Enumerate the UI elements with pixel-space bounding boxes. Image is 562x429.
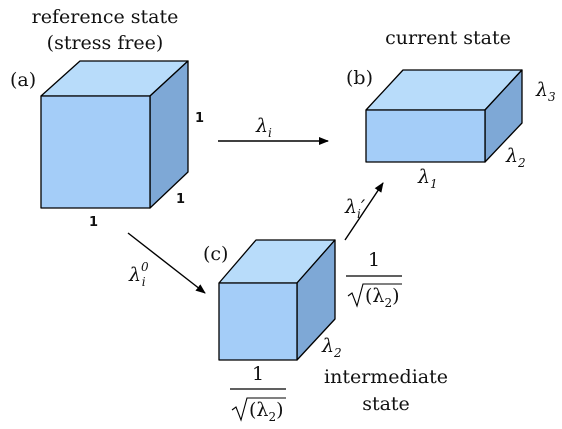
cube-c-lambda2: λ2 (321, 335, 342, 360)
cube-c-front-face (218, 282, 298, 361)
state-caption: state (362, 393, 410, 415)
box-b-lambda1: λ1 (417, 166, 438, 191)
arrow-c-to-b-label: λi′ (344, 196, 366, 221)
fraction-right-numerator: 1 (368, 249, 380, 271)
sqrt-sign-right (347, 283, 402, 308)
arrow-a-to-b-label: λi (255, 115, 272, 140)
intermediate-cube (218, 239, 336, 361)
reference-state-caption: reference state (32, 6, 179, 28)
panel-label-c: (c) (203, 243, 228, 265)
current-box (365, 69, 523, 163)
cube-a-height-label: 1 (195, 111, 204, 126)
intermediate-state-caption: intermediate (324, 366, 448, 388)
box-b-front-face (365, 109, 486, 163)
current-state-caption: current state (385, 27, 511, 49)
stress-free-caption: (stress free) (47, 32, 164, 54)
cube-c-height-fraction: 1 (λ2) (346, 249, 402, 310)
sqrt-sign-bottom (231, 397, 286, 422)
reference-cube (40, 60, 189, 209)
fraction-bottom-numerator: 1 (252, 363, 264, 385)
cube-a-front-face (40, 95, 151, 209)
cube-c-width-fraction: 1 (λ2) (230, 363, 286, 424)
panel-label-a: (a) (10, 69, 36, 91)
arrow-c-to-b (344, 182, 384, 241)
box-b-lambda2: λ2 (505, 145, 526, 170)
arrow-a-to-c (127, 232, 206, 294)
fraction-bottom-denominator: (λ2) (249, 399, 284, 424)
fraction-right-denominator: (λ2) (365, 285, 400, 310)
cube-a-width-label: 1 (89, 215, 98, 230)
cube-a-depth-label: 1 (176, 192, 185, 207)
box-b-lambda3: λ3 (535, 79, 556, 104)
panel-label-b: (b) (346, 67, 373, 89)
